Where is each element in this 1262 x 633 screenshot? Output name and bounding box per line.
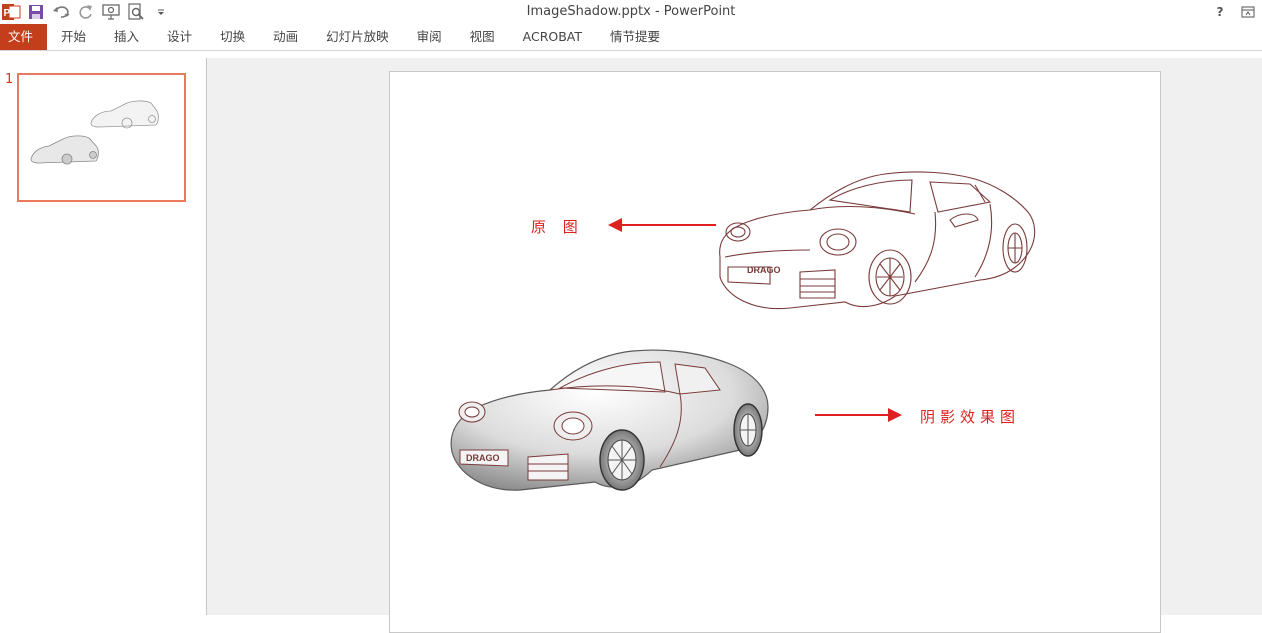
print-preview-icon[interactable] — [125, 1, 147, 23]
tab-view[interactable]: 视图 — [469, 29, 495, 44]
original-car-badge: DRAGO — [747, 265, 781, 275]
tab-storyboarding[interactable]: 情节提要 — [610, 29, 661, 44]
thumbnail-car-original — [90, 100, 159, 129]
powerpoint-app-icon[interactable]: P — [0, 1, 22, 23]
start-slideshow-icon[interactable] — [100, 1, 122, 23]
slide-thumbnail[interactable] — [17, 73, 186, 202]
window-controls: ? — [1206, 0, 1262, 24]
ribbon-tabs: 文件 开始 插入 设计 切换 动画 幻灯片放映 审阅 视图 ACROBAT 情节… — [0, 24, 1262, 50]
ribbon-display-options-icon[interactable] — [1234, 0, 1262, 24]
save-icon[interactable] — [25, 1, 47, 23]
tab-animations[interactable]: 动画 — [273, 29, 299, 44]
tab-acrobat[interactable]: ACROBAT — [522, 29, 583, 44]
tab-home[interactable]: 开始 — [61, 29, 87, 44]
label-shadow-effect[interactable]: 阴影效果图 — [920, 408, 1021, 426]
slide-number: 1 — [5, 72, 14, 87]
tab-transitions[interactable]: 切换 — [220, 29, 246, 44]
help-button[interactable]: ? — [1216, 5, 1224, 19]
slide-thumbnail-pane[interactable]: 1 — [0, 58, 207, 615]
shadow-effect-car-image[interactable] — [450, 349, 769, 491]
redo-icon[interactable] — [75, 1, 97, 23]
arrow-right[interactable] — [815, 408, 902, 422]
customize-toolbar-dropdown-icon[interactable] — [150, 1, 172, 23]
slide-editing-pane[interactable]: DRAGO — [207, 58, 1262, 633]
tab-file[interactable]: 文件 — [0, 24, 48, 50]
arrow-left[interactable] — [608, 218, 716, 232]
thumbnail-car-shadow — [30, 135, 99, 165]
window-title: ImageShadow.pptx - PowerPoint — [526, 4, 736, 19]
tab-review[interactable]: 审阅 — [416, 29, 442, 44]
svg-text:P: P — [4, 8, 11, 19]
tab-design[interactable]: 设计 — [167, 29, 193, 44]
tab-slide-show[interactable]: 幻灯片放映 — [326, 29, 389, 44]
title-bar: P — [0, 0, 1262, 24]
label-original-image[interactable]: 原 图 — [531, 218, 584, 236]
ribbon-divider — [0, 50, 1262, 51]
tab-insert[interactable]: 插入 — [114, 29, 140, 44]
shadow-car-badge: DRAGO — [466, 453, 500, 463]
original-car-image[interactable] — [719, 171, 1036, 310]
quick-access-toolbar: P — [0, 0, 175, 24]
slide-canvas[interactable]: DRAGO — [389, 71, 1161, 633]
undo-icon[interactable] — [50, 1, 72, 23]
